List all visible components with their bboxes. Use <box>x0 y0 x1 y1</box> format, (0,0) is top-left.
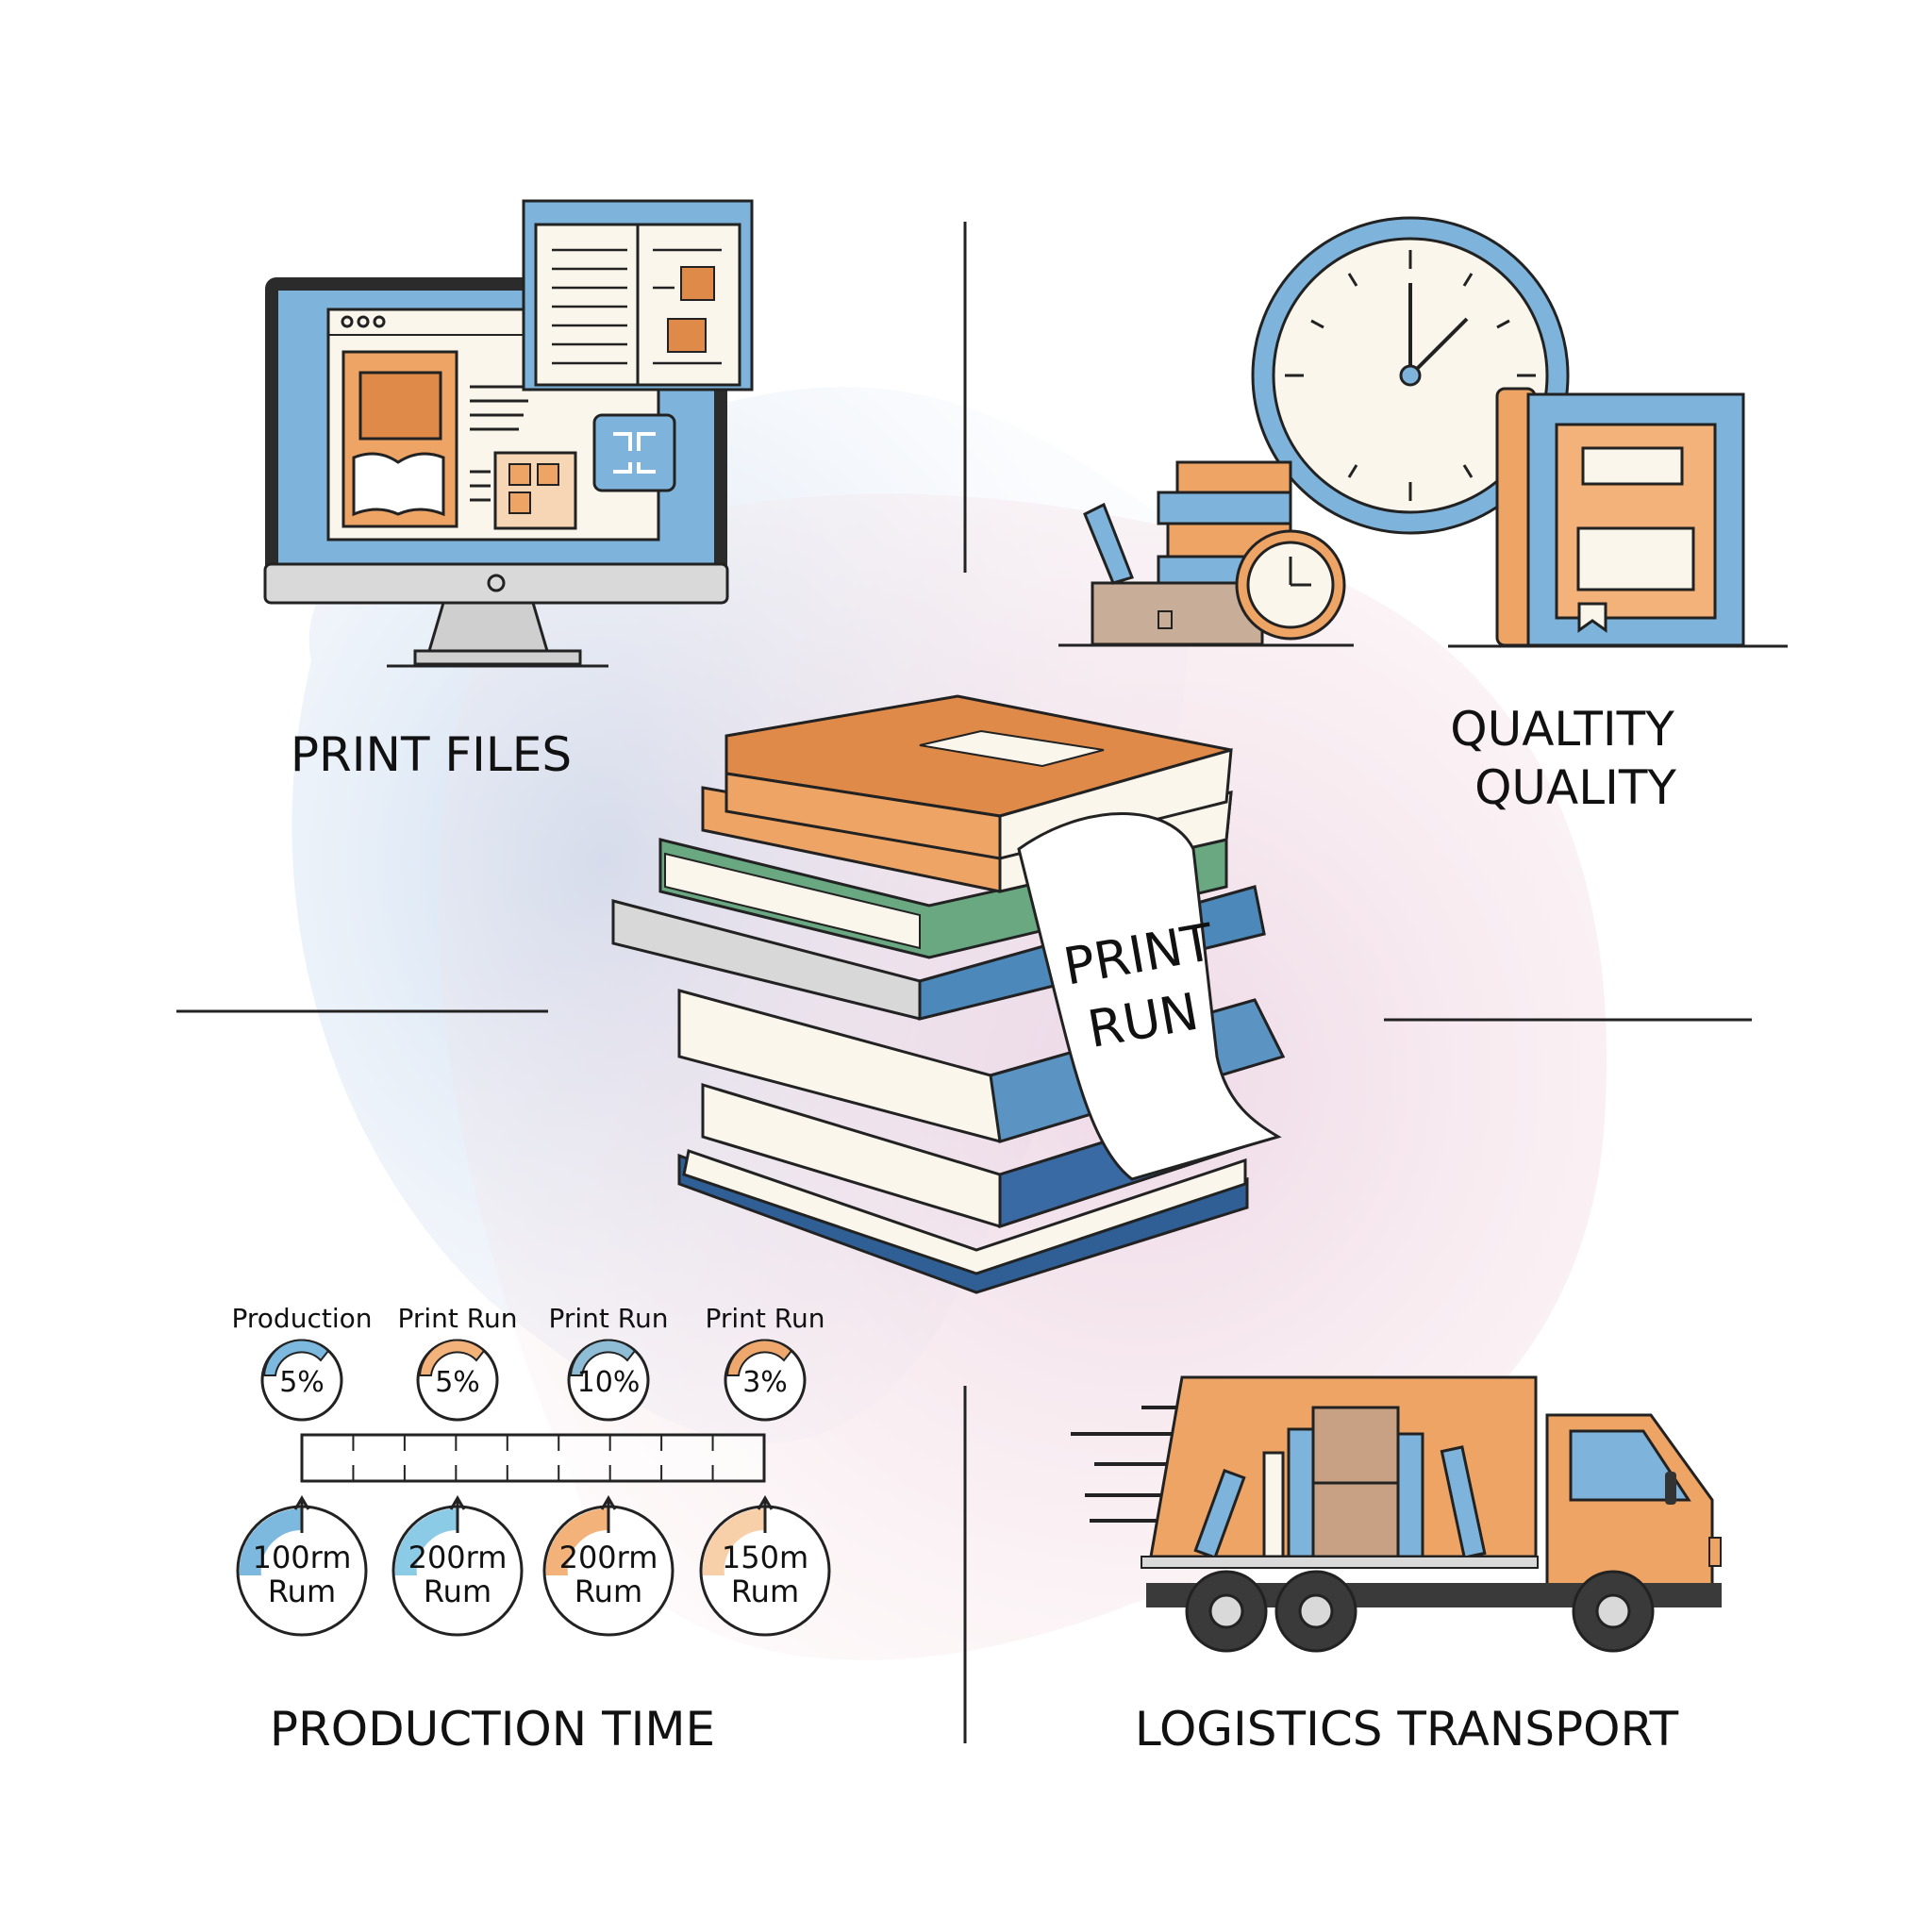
gauge-label: Print Run <box>549 1303 669 1334</box>
gauge-arc <box>569 1339 637 1376</box>
timeline-ruler <box>300 1433 766 1483</box>
gauge-label: Print Run <box>398 1303 518 1334</box>
run-label: Rum <box>424 1574 491 1609</box>
section-title-logistics: LOGISTICS TRANSPORT <box>1135 1702 1679 1757</box>
gauge-label: Production <box>232 1303 373 1334</box>
run-value: 100rm <box>253 1540 352 1575</box>
gauge-label: Print Run <box>706 1303 825 1334</box>
arrow-head-icon <box>600 1495 617 1510</box>
run-label: Rum <box>268 1574 336 1609</box>
delivery-truck-icon <box>1071 1375 1722 1653</box>
run-value: 200rm <box>559 1540 658 1575</box>
section-title-quality-line1: QUALTITY <box>1450 702 1674 757</box>
gauge-value: 5% <box>279 1366 325 1399</box>
section-title-production-time: PRODUCTION TIME <box>270 1702 715 1757</box>
gauge-arc <box>725 1339 793 1376</box>
arrow-head-icon <box>757 1495 774 1510</box>
run-label: Rum <box>731 1574 799 1609</box>
open-document-icon <box>522 199 754 391</box>
gauge-arc <box>239 1507 302 1575</box>
arrow-head-icon <box>449 1495 466 1510</box>
section-title-quality-line2: QUALITY <box>1474 760 1676 815</box>
gauge-arc <box>262 1339 330 1376</box>
gauge-value: 5% <box>435 1366 480 1399</box>
arrow-head-icon <box>293 1495 310 1510</box>
gauge-arc <box>545 1507 608 1575</box>
gauge-arc <box>418 1339 486 1376</box>
run-value: 200rm <box>408 1540 508 1575</box>
wall-clock-icon <box>1251 216 1570 535</box>
gauge-value: 10% <box>577 1366 641 1399</box>
gauge-arc <box>702 1507 765 1575</box>
gauge-arc <box>394 1507 458 1575</box>
book-stack-small-icon <box>1058 460 1354 647</box>
gauge-value: 3% <box>742 1366 788 1399</box>
print-run-banner <box>1017 812 1282 1181</box>
book-stack-icon: PRINT RUN <box>611 694 1286 1294</box>
run-value: 150m <box>722 1540 808 1575</box>
book-cover-icon <box>1448 387 1788 648</box>
run-label: Rum <box>575 1574 642 1609</box>
section-title-print-files: PRINT FILES <box>291 727 572 782</box>
